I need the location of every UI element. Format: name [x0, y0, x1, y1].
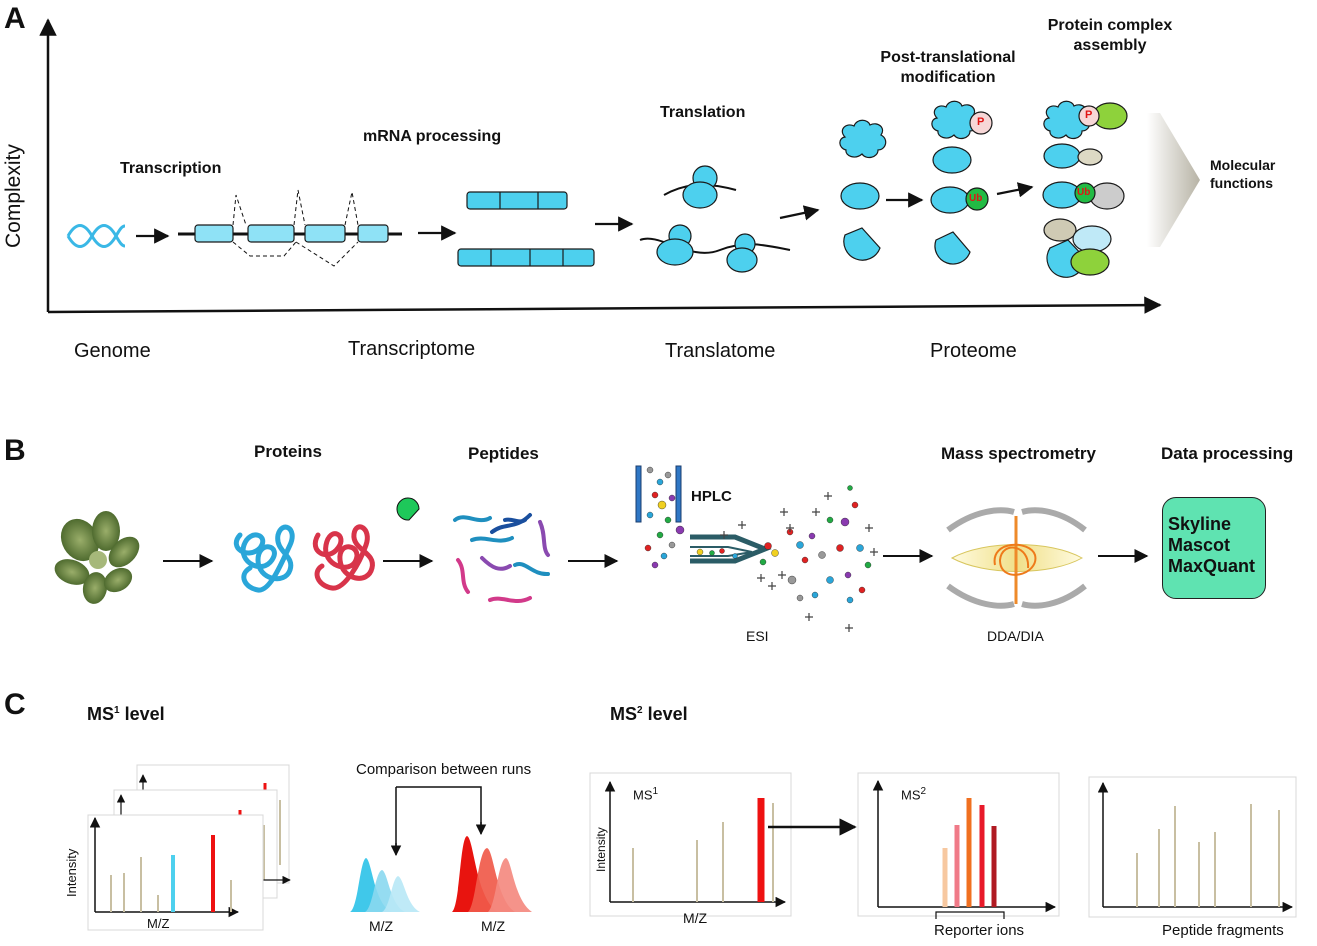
- orbitrap-icon: [946, 507, 1087, 609]
- step-proteins: Proteins: [254, 442, 323, 461]
- dna-helix-icon: [66, 224, 126, 248]
- dda-dia-label: DDA/DIA: [987, 628, 1044, 644]
- mrna-icon: [457, 191, 595, 267]
- ms2-tag-sup: 2: [920, 786, 927, 797]
- molecular-functions-line2: functions: [1210, 175, 1273, 191]
- data-processing-tools-box: Skyline Mascot MaxQuant: [1162, 497, 1266, 599]
- esi-charges-icon: [720, 492, 878, 632]
- step-complex-line2: assembly: [1073, 37, 1147, 54]
- blue-protein-coil: [233, 524, 295, 593]
- red-protein-coil: [313, 524, 375, 591]
- ms1-level-title: MS1 level: [87, 704, 165, 725]
- panel-a-graphics: [39, 18, 1200, 314]
- ms1-title-sup: 1: [114, 705, 120, 716]
- ribosome-icon: [639, 165, 791, 273]
- stage-genome: Genome: [74, 340, 151, 362]
- ms1-front-plot: [89, 816, 240, 918]
- ms2-title-suffix: level: [642, 704, 688, 724]
- step-mrna-processing: mRNA processing: [363, 128, 502, 145]
- stage-axis: [47, 296, 1162, 314]
- red-peaks-mz-label: M/Z: [481, 918, 506, 934]
- ms1-mz-label: M/Z: [147, 916, 170, 931]
- plant-icon: [54, 511, 140, 604]
- peptide-fragments-label: Peptide fragments: [1162, 922, 1284, 939]
- ms1-title-suffix: level: [119, 704, 165, 724]
- ms2-tag: MS2: [901, 786, 926, 802]
- ms1-tag: MS1: [633, 786, 658, 802]
- ms1-tag-prefix: MS: [633, 787, 653, 803]
- ms1-tag-sup: 1: [652, 786, 659, 797]
- step-ptm-line1: Post-translational: [880, 49, 1016, 66]
- step-ptm: Post-translational modification: [868, 48, 1028, 88]
- ptm-proteins-icon: [930, 100, 993, 265]
- big-function-arrow: [1147, 113, 1200, 247]
- molecular-functions-line1: Molecular: [1210, 157, 1276, 173]
- esi-label: ESI: [746, 628, 769, 644]
- tool-maxquant: MaxQuant: [1168, 556, 1256, 576]
- panel-b-graphics: [54, 465, 1149, 632]
- step-peptides: Peptides: [468, 444, 539, 463]
- cyan-peaks-mz-label: M/Z: [369, 918, 394, 934]
- cyan-peaks-icon: [350, 858, 420, 912]
- panel-label-b: B: [4, 434, 26, 467]
- ms1-title-prefix: MS: [87, 704, 114, 724]
- ms2-panel-intensity-label: Intensity: [594, 827, 608, 872]
- step-mass-spectrometry: Mass spectrometry: [941, 444, 1096, 463]
- ms2-title-sup: 2: [637, 705, 643, 716]
- ms2-tag-prefix: MS: [901, 787, 921, 803]
- peptides-icon: [453, 513, 550, 603]
- phospho-mark-complex: P: [1085, 109, 1093, 121]
- panel-label-c: C: [4, 688, 26, 721]
- esi-droplets-icon: [644, 466, 872, 604]
- stage-translatome: Translatome: [665, 340, 776, 362]
- step-complex: Protein complex assembly: [1030, 16, 1190, 56]
- panel-c-graphics: [87, 764, 1297, 931]
- arrow-ribosome-to-protein: [779, 205, 820, 221]
- protein-complex-icon: [1042, 100, 1128, 278]
- comparison-label: Comparison between runs: [356, 761, 532, 778]
- tool-mascot: Mascot: [1168, 535, 1231, 555]
- comparison-bracket: [395, 786, 482, 853]
- ms2-panel-mz-label: M/Z: [683, 910, 708, 926]
- hplc-label: HPLC: [691, 488, 732, 505]
- reporter-ions-label: Reporter ions: [934, 922, 1025, 939]
- step-data-processing: Data processing: [1161, 444, 1294, 463]
- stage-transcriptome: Transcriptome: [348, 338, 476, 360]
- hplc-column-icon: [635, 465, 772, 564]
- ms1-intensity-label: Intensity: [64, 848, 79, 897]
- ms2-title-prefix: MS: [610, 704, 637, 724]
- reporter-bracket: [935, 911, 1005, 919]
- gene-exons-icon: [178, 189, 402, 267]
- molecular-functions: Molecular functions: [1210, 156, 1275, 192]
- step-translation: Translation: [660, 104, 746, 121]
- stage-proteome: Proteome: [930, 340, 1017, 362]
- step-transcription: Transcription: [120, 160, 222, 177]
- fragments-spectrum-box: [1088, 776, 1297, 918]
- protein-shapes-icon: [839, 119, 887, 261]
- tool-skyline: Skyline: [1168, 514, 1232, 534]
- step-complex-line1: Protein complex: [1047, 17, 1173, 34]
- red-peaks-icon: [452, 836, 532, 912]
- ubiquitin-mark-ptm: Ub: [969, 193, 983, 204]
- ubiquitin-mark-complex: Ub: [1077, 187, 1091, 198]
- phospho-mark-ptm: P: [977, 116, 985, 128]
- protease-icon: [396, 497, 420, 521]
- complexity-axis-label: Complexity: [2, 144, 25, 248]
- panel-label-a: A: [4, 2, 26, 35]
- ms2-level-title: MS2 level: [610, 704, 688, 725]
- arrow-ptm-to-complex: [996, 182, 1034, 198]
- step-ptm-line2: modification: [900, 69, 996, 86]
